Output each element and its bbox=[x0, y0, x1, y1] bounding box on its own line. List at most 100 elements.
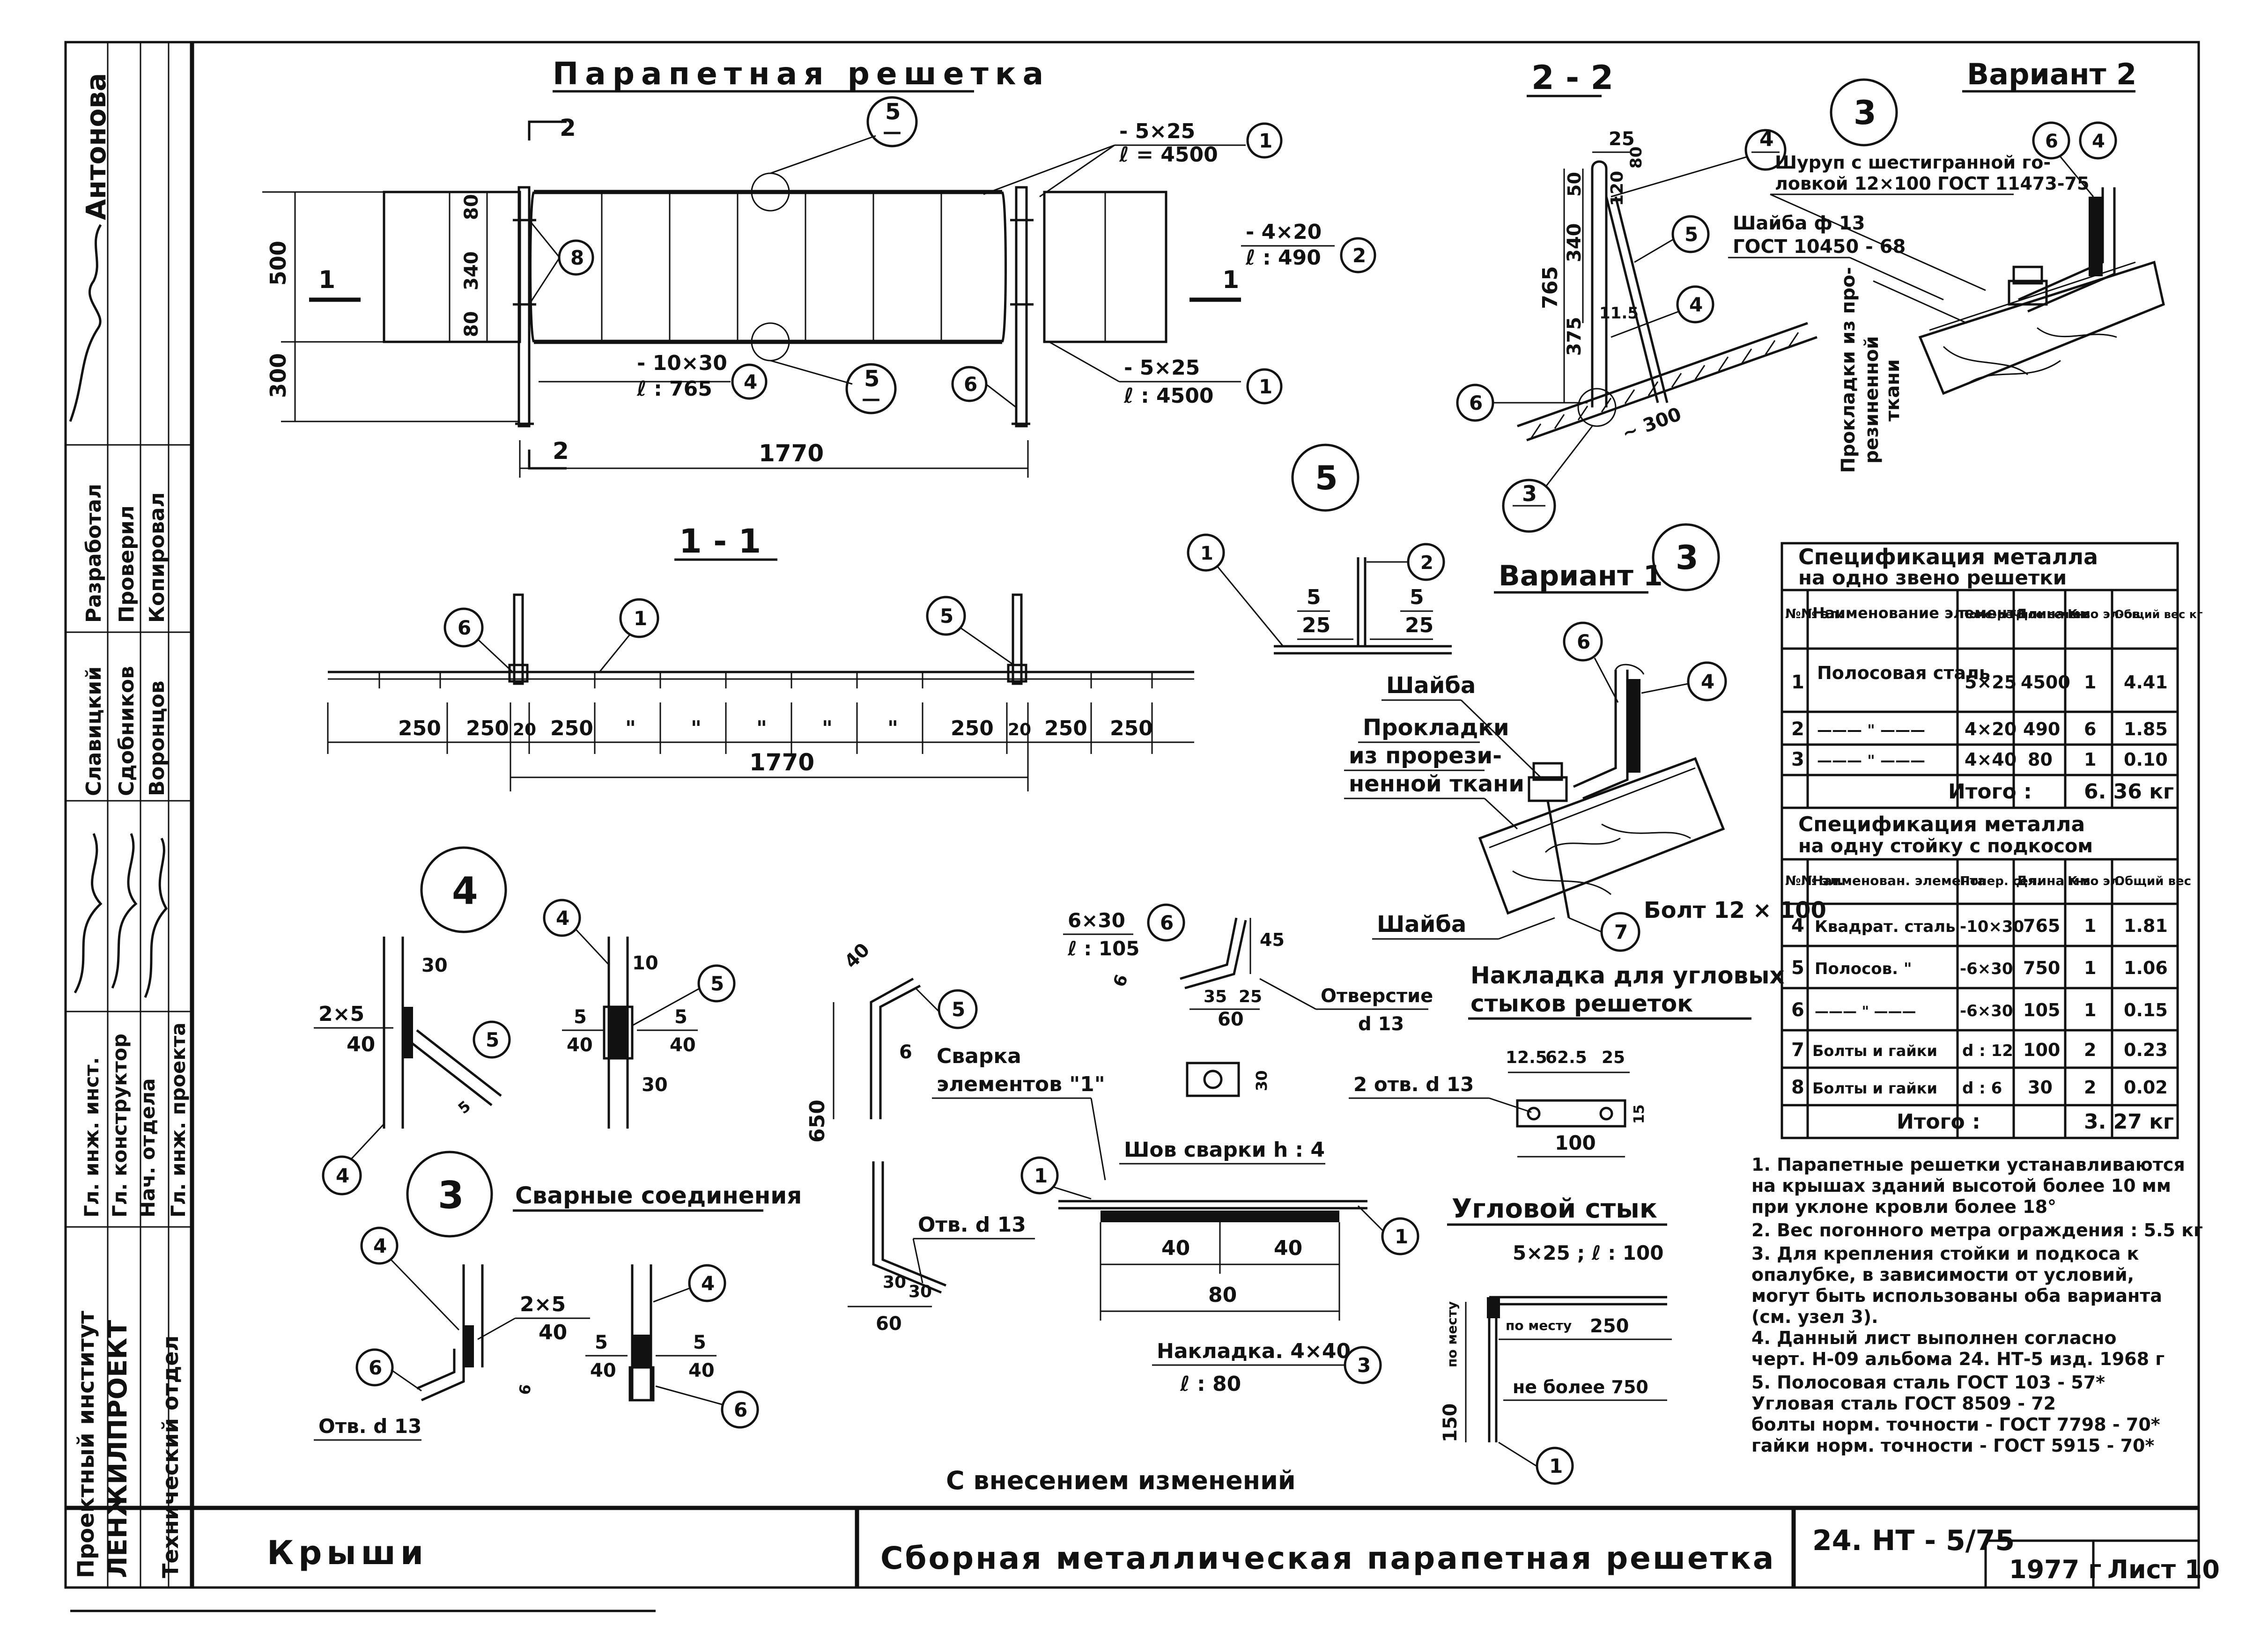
svg-text:Квадрат. сталь: Квадрат. сталь bbox=[1815, 917, 1956, 936]
svg-text:Попе-речное сечен.: Попе-речное сечен. bbox=[1960, 608, 2089, 621]
svg-text:2×5: 2×5 bbox=[318, 1002, 364, 1026]
svg-text:Итого :: Итого : bbox=[1948, 780, 2032, 804]
svg-text:45: 45 bbox=[1260, 930, 1285, 950]
signature-4 bbox=[144, 837, 168, 998]
marker-5a: 5 bbox=[940, 605, 953, 628]
v2-washer-2: ГОСТ 10450 - 68 bbox=[1733, 236, 1906, 258]
svg-text:1: 1 bbox=[1791, 672, 1804, 693]
svg-text:80: 80 bbox=[1627, 147, 1646, 169]
corner-spec: 5×25 ; ℓ : 100 bbox=[1513, 1241, 1663, 1264]
svg-text:62.5: 62.5 bbox=[1545, 1048, 1587, 1067]
svg-text:(см. узел 3).: (см. узел 3). bbox=[1751, 1307, 1878, 1327]
spec2-title-1: Спецификация металла bbox=[1798, 812, 2085, 836]
svg-text:при уклоне кровли более 18°: при уклоне кровли более 18° bbox=[1751, 1196, 2056, 1217]
svg-text:2×5: 2×5 bbox=[520, 1292, 566, 1316]
svg-text:15: 15 bbox=[1631, 1104, 1647, 1124]
elem4-label-a: - 10×30 bbox=[637, 351, 727, 375]
corner-joint: Угловой стык 5×25 ; ℓ : 100 по месту 250… bbox=[1440, 1194, 1672, 1485]
svg-text:11.5: 11.5 bbox=[1599, 304, 1639, 323]
section-1-1: 1 - 1 6 1 5 bbox=[327, 522, 1194, 791]
svg-text:80: 80 bbox=[461, 194, 482, 220]
elem1-label-b: ℓ = 4500 bbox=[1119, 143, 1218, 167]
svg-text:": " bbox=[756, 716, 767, 740]
svg-text:6: 6 bbox=[1791, 999, 1804, 1021]
svg-text:6×30: 6×30 bbox=[1068, 909, 1125, 932]
svg-text:6: 6 bbox=[1110, 972, 1132, 990]
svg-text:Попер. сеч.: Попер. сеч. bbox=[1960, 874, 2041, 888]
stamp-name-3: Воронцов bbox=[145, 680, 169, 796]
svg-text:5: 5 bbox=[1791, 957, 1804, 979]
svg-text:1: 1 bbox=[2084, 958, 2096, 978]
svg-text:80: 80 bbox=[461, 311, 482, 337]
svg-text:3. 27 кг: 3. 27 кг bbox=[2084, 1110, 2174, 1134]
svg-text:250: 250 bbox=[398, 716, 441, 740]
stamp-name-top: Антонова bbox=[80, 73, 112, 220]
stamp-role-3: Нач. отдела bbox=[136, 1078, 159, 1218]
svg-text:5. Полосовая сталь ГОСТ 103: 5. Полосовая сталь ГОСТ 103 - 57* bbox=[1751, 1372, 2105, 1393]
svg-text:6: 6 bbox=[2084, 719, 2096, 739]
stamp-name-2: Сдобников bbox=[115, 666, 139, 796]
marker-6b: 6 bbox=[458, 616, 471, 639]
v1-bolt: Болт 12 × 100 bbox=[1644, 897, 1826, 923]
svg-text:30: 30 bbox=[909, 1282, 932, 1301]
svg-text:Длина мм: Длина мм bbox=[2016, 873, 2091, 888]
svg-text:К-во эл-ов: К-во эл-ов bbox=[2068, 607, 2140, 621]
svg-text:40: 40 bbox=[688, 1360, 715, 1381]
node3-marker: 3 bbox=[438, 1174, 464, 1217]
svg-text:——— " ———: ——— " ——— bbox=[1815, 1004, 1916, 1020]
welds-title: Сварные соединения bbox=[515, 1182, 802, 1209]
svg-text:490: 490 bbox=[2023, 719, 2060, 739]
parts-details: 5 40 650 6 Сварка элементов "1" Отв. d 1… bbox=[805, 903, 1433, 1396]
svg-text:5: 5 bbox=[455, 1097, 474, 1117]
svg-text:Итого :: Итого : bbox=[1897, 1110, 1980, 1134]
marker-4c: 4 bbox=[1689, 293, 1703, 316]
svg-text:Наименование элемента: Наименование элемента bbox=[1812, 604, 2026, 622]
spec1-title-2: на одно звено решетки bbox=[1798, 566, 2067, 589]
svg-text:4. Данный лист выполнен соглас: 4. Данный лист выполнен согласно bbox=[1751, 1328, 2117, 1348]
svg-text:5×25: 5×25 bbox=[1965, 672, 2017, 693]
spec2-row-6: 6 ——— " ——— -6×30 105 1 0.15 bbox=[1791, 999, 2168, 1021]
signature-3 bbox=[111, 833, 138, 989]
corner-v5: по месту bbox=[1444, 1301, 1460, 1367]
marker-7: 7 bbox=[1614, 921, 1628, 944]
svg-text:100: 100 bbox=[2023, 1040, 2060, 1060]
svg-text:-6×30: -6×30 bbox=[1960, 1002, 2013, 1020]
svg-text:на крышах зданий высотой более: на крышах зданий высотой более 10 мм bbox=[1751, 1175, 2171, 1196]
svg-text:5: 5 bbox=[595, 1332, 608, 1353]
svg-text:3: 3 bbox=[1791, 749, 1804, 770]
svg-text:25: 25 bbox=[1609, 128, 1635, 150]
svg-text:-10×30: -10×30 bbox=[1960, 917, 2024, 936]
svg-text:——— " ———: ——— " ——— bbox=[1817, 752, 1925, 769]
v2-pad-1: Прокладки из про- bbox=[1838, 267, 1859, 473]
corner-v1: по месту bbox=[1506, 1318, 1572, 1333]
node-3-welds: 3 Сварные соединения 4 6 2×5 40 6 Отв. d… bbox=[314, 1151, 802, 1441]
svg-text:6: 6 bbox=[515, 1383, 534, 1396]
svg-text:болты норм. точности - ГОСТ 77: болты норм. точности - ГОСТ 7798 - 70* bbox=[1751, 1414, 2160, 1435]
hole2-label-1: Отверстие bbox=[1321, 985, 1433, 1007]
svg-text:1: 1 bbox=[1222, 266, 1239, 294]
hole2-label-2: d 13 bbox=[1358, 1013, 1404, 1035]
corner-title: Угловой стык bbox=[1452, 1194, 1657, 1224]
svg-text:": " bbox=[691, 716, 702, 740]
dim-300: 300 bbox=[266, 353, 291, 398]
svg-text:40: 40 bbox=[567, 1034, 593, 1056]
svg-text:": " bbox=[822, 716, 833, 740]
svg-text:375: 375 bbox=[1564, 317, 1585, 356]
elem4-label-b: ℓ : 765 bbox=[636, 377, 712, 401]
svg-text:30: 30 bbox=[1253, 1070, 1271, 1091]
marker-3-sub: 3 bbox=[1522, 481, 1537, 506]
drawing-code: 24. НТ - 5/75 bbox=[1812, 1524, 2015, 1557]
svg-text:опалубке, в зависимости от усл: опалубке, в зависимости от условий, bbox=[1751, 1264, 2134, 1285]
svg-text:-6×30: -6×30 bbox=[1960, 960, 2013, 978]
svg-text:0.15: 0.15 bbox=[2124, 1000, 2168, 1020]
detail-5-marker-bottom bbox=[845, 363, 897, 414]
marker-1f: 1 bbox=[1395, 1225, 1408, 1248]
svg-text:1: 1 bbox=[2084, 749, 2096, 770]
overlay-title-1: Накладка для угловых bbox=[1470, 962, 1785, 989]
svg-text:4500: 4500 bbox=[2021, 672, 2070, 693]
main-view-title: Парапетная решетка bbox=[553, 56, 1050, 92]
svg-text:650: 650 bbox=[805, 1100, 829, 1143]
svg-text:1.81: 1.81 bbox=[2124, 916, 2168, 936]
svg-text:элементов "1": элементов "1" bbox=[937, 1072, 1105, 1096]
svg-text:40: 40 bbox=[1274, 1236, 1302, 1260]
